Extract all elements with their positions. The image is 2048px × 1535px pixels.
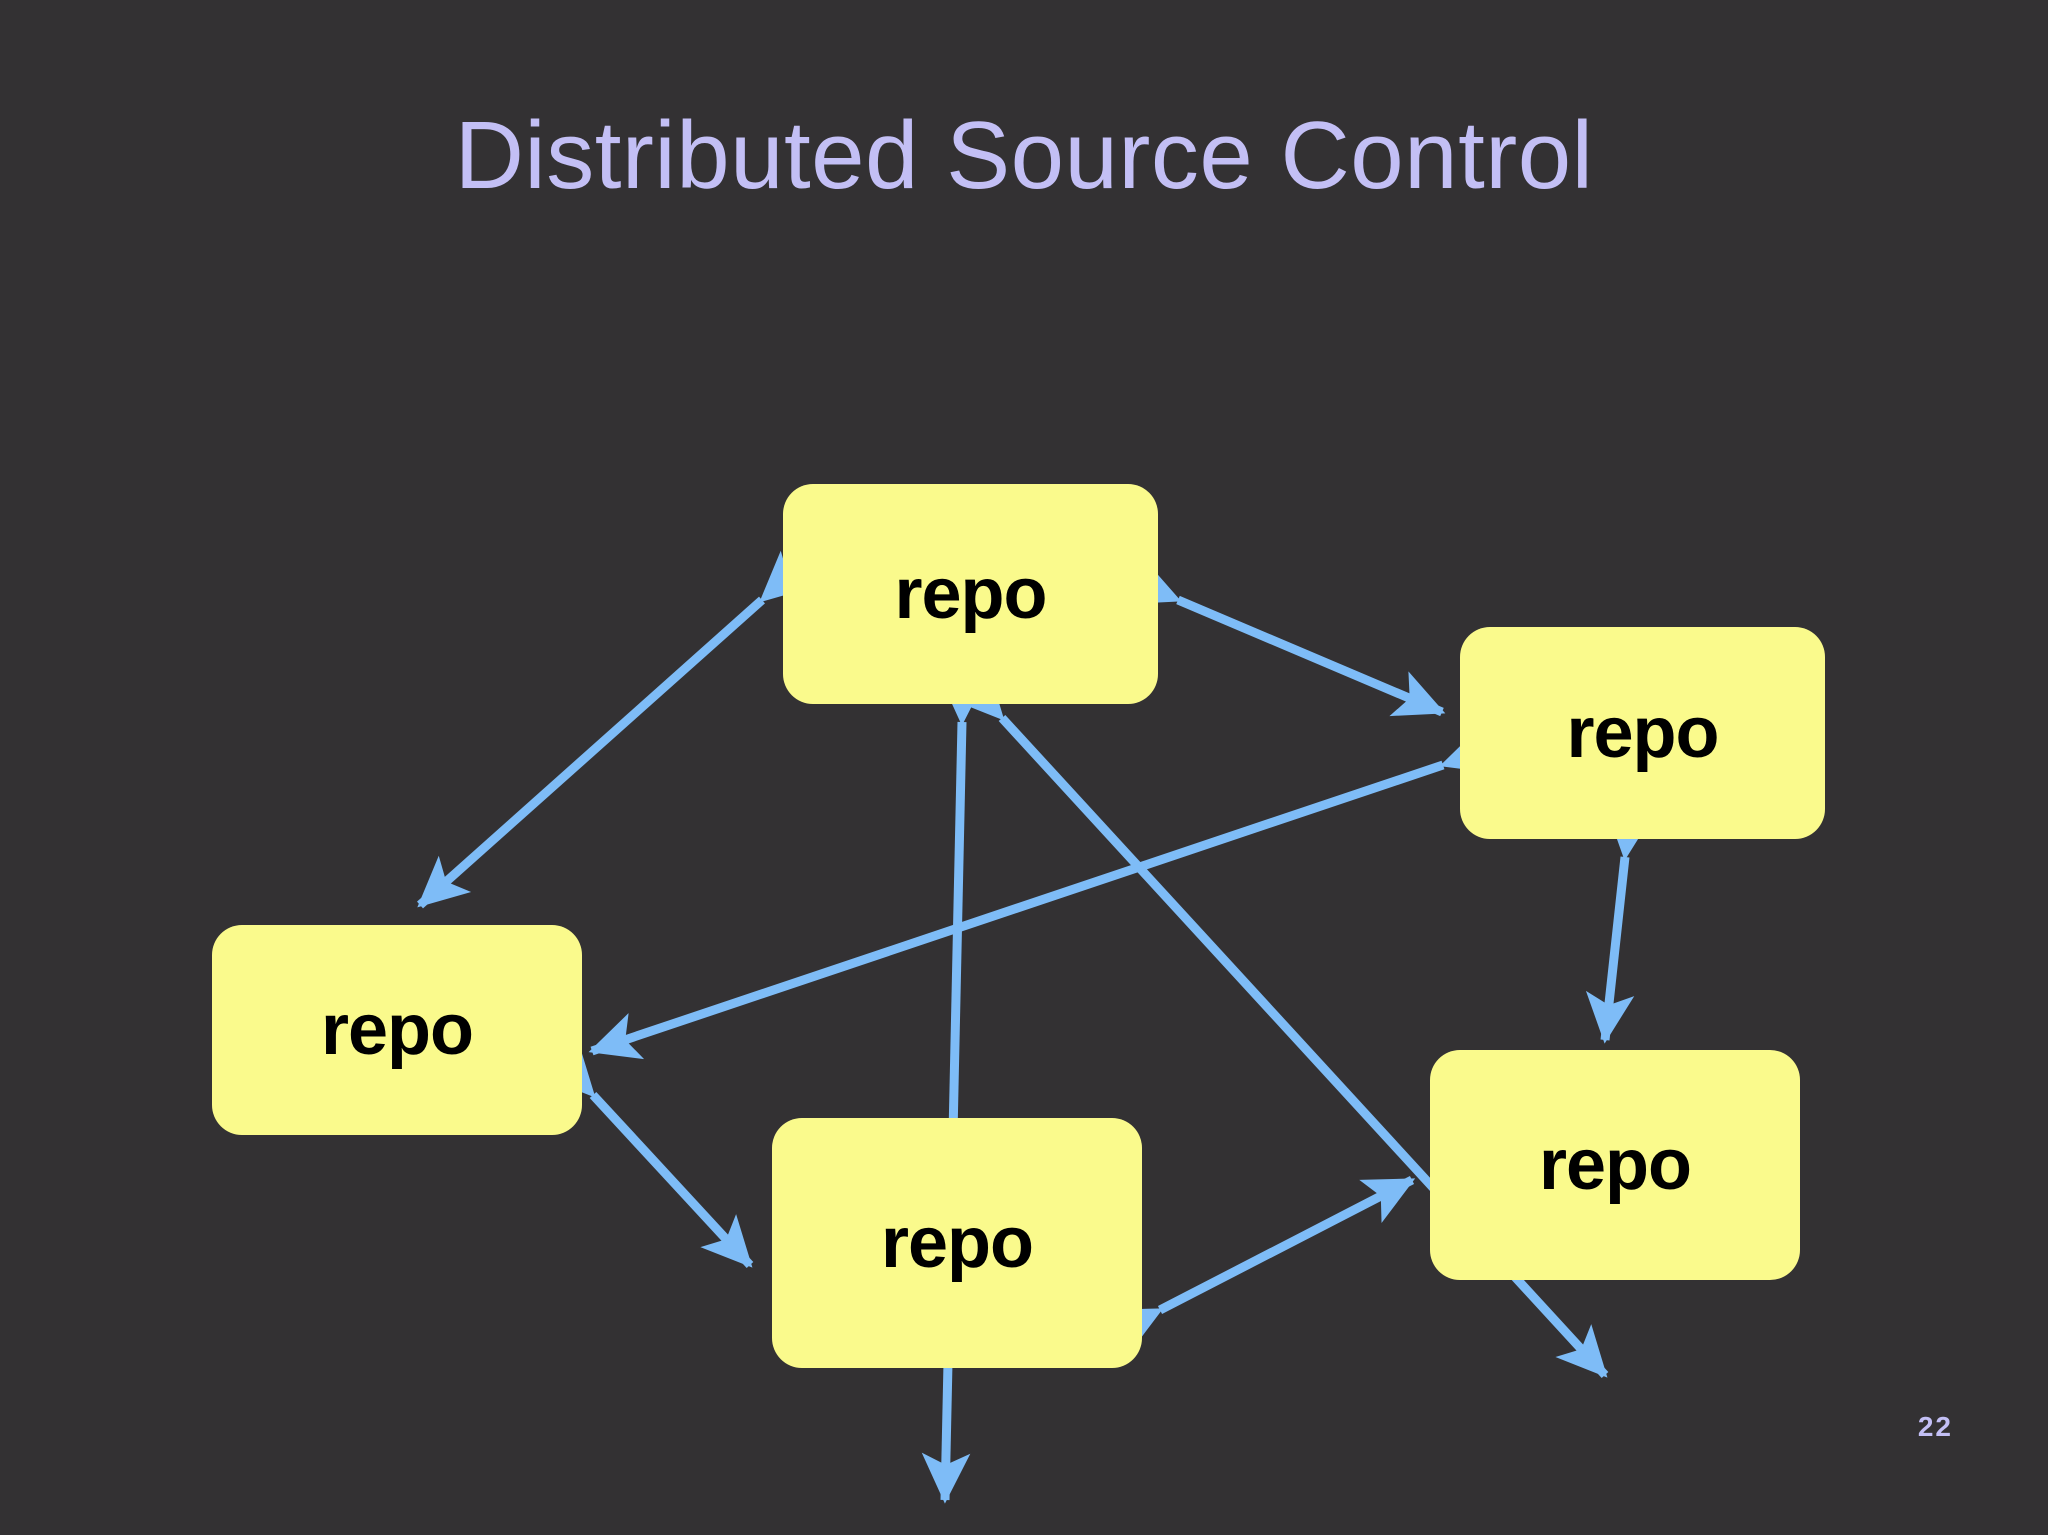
repo-node-bottom[interactable]: repo (772, 1118, 1142, 1368)
repo-node-label: repo (880, 1203, 1034, 1283)
edge-right-left (588, 727, 1496, 1060)
edge-top-left (417, 550, 814, 909)
repo-node-label: repo (1566, 693, 1719, 773)
edge-bottom-bright (1107, 1176, 1416, 1354)
repo-node-bottom-right[interactable]: repo (1430, 1050, 1800, 1280)
repo-node-left[interactable]: repo (212, 925, 582, 1135)
edge-right-bright (1585, 807, 1655, 1044)
repo-node-label: repo (894, 554, 1047, 634)
repo-node-right[interactable]: repo (1460, 627, 1825, 839)
edge-left-bottom (543, 1044, 754, 1269)
repo-node-label: repo (1538, 1125, 1692, 1205)
page-title: Distributed Source Control (454, 102, 1594, 209)
page-number: 22 (1917, 1411, 1953, 1442)
edge-top-right (1125, 559, 1446, 717)
edge-top-bottom (921, 674, 988, 1504)
repo-node-top[interactable]: repo (783, 484, 1158, 704)
repo-node-label: repo (320, 990, 474, 1070)
